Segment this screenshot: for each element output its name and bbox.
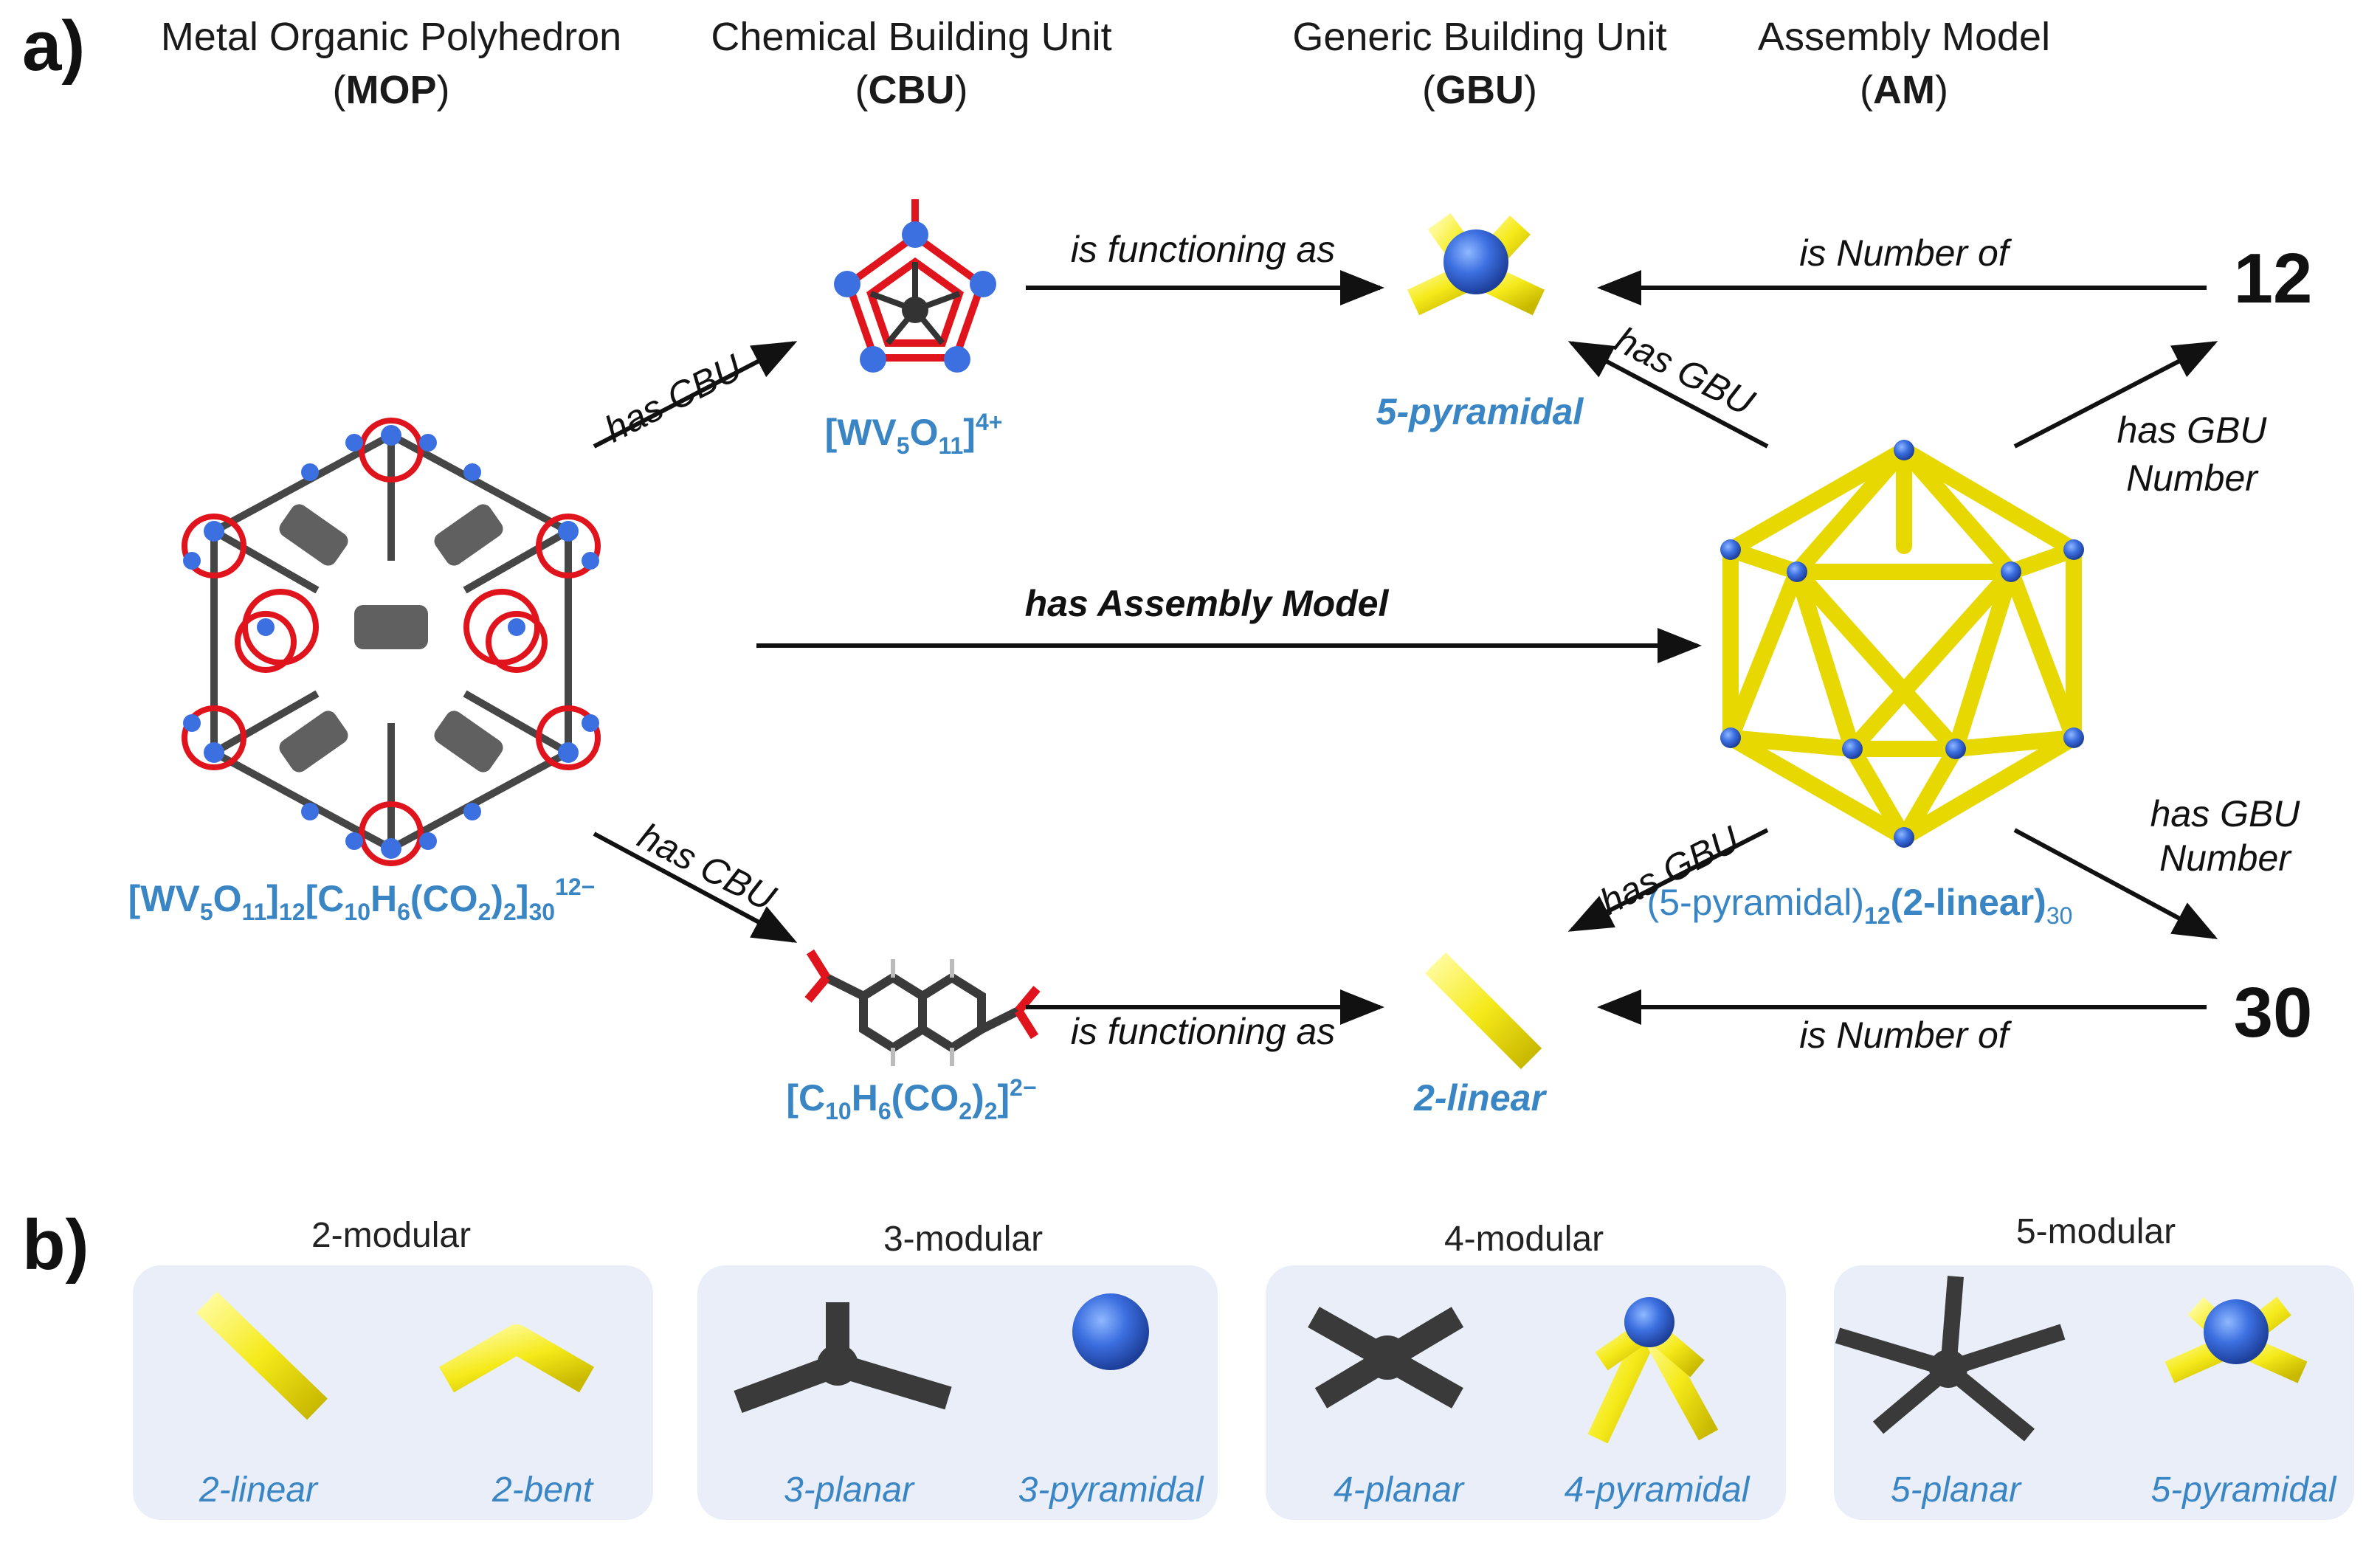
unit-4-pyramidal-image: [1587, 1297, 1719, 1444]
unit-3-pyramidal-image: [1029, 1293, 1192, 1435]
header-am: Assembly Model (AM): [1758, 15, 2050, 112]
unit-5-pyramidal-image: [2165, 1296, 2308, 1442]
gbu1-name: 5-pyramidal: [1376, 391, 1584, 432]
panel-b: 2-modular 3-modular 4-modular 5-modular: [133, 1212, 2354, 1520]
cbu1-formula: [WV5O11]4+: [825, 409, 1003, 459]
caption-2-bent: 2-bent: [491, 1470, 594, 1510]
header-gbu-abbr: (GBU): [1422, 68, 1537, 112]
mop-structure-image: [182, 418, 601, 866]
assembly-model-icosahedron-image: [1720, 440, 2084, 848]
caption-5-planar: 5-planar: [1891, 1470, 2022, 1510]
arrow-mop-to-cbu1: [593, 341, 798, 449]
label-gbu-number-upper-2: Number: [2126, 457, 2259, 499]
panel-b-label: b): [22, 1206, 89, 1285]
cbu2-formula: [C10H6(CO2)2]2−: [786, 1074, 1036, 1124]
gbu-count-12: 12: [2234, 239, 2313, 318]
header-cbu: Chemical Building Unit (CBU): [711, 15, 1111, 112]
header-mop-abbr: (MOP): [333, 68, 450, 112]
unit-4-planar-image: [1308, 1307, 1464, 1409]
arrow-am-to-gbu1: [1567, 341, 1769, 449]
relation-arrows: [593, 270, 2218, 1025]
mop-formula: [WV5O11]12[C10H6(CO2)2]3012−: [128, 874, 596, 925]
arrow-am-to-gbu2: [1567, 828, 1769, 932]
caption-2-linear: 2-linear: [199, 1470, 319, 1510]
header-cbu-abbr: (CBU): [855, 68, 968, 112]
header-am-title: Assembly Model: [1758, 15, 2050, 59]
unit-3-planar-image: [734, 1302, 952, 1414]
header-am-abbr: (AM): [1860, 68, 1948, 112]
label-gbu-number-lower-1: has GBU: [2150, 793, 2301, 834]
label-functioning-upper: is functioning as: [1071, 229, 1336, 270]
unit-5-planar-image: [1835, 1276, 2066, 1442]
arrow-mop-to-cbu2: [593, 832, 798, 943]
unit-2-linear-image: [196, 1291, 328, 1420]
group-title-2-modular: 2-modular: [311, 1216, 471, 1255]
label-number-of-lower: is Number of: [1799, 1015, 2012, 1056]
group-title-5-modular: 5-modular: [2016, 1212, 2176, 1251]
arrow-am-to-30: [2013, 828, 2218, 939]
header-gbu-title: Generic Building Unit: [1292, 15, 1666, 59]
header-gbu: Generic Building Unit (GBU): [1292, 15, 1666, 112]
arrow-am-to-12: [2013, 341, 2218, 449]
caption-3-planar: 3-planar: [784, 1470, 915, 1510]
caption-5-pyramidal: 5-pyramidal: [2151, 1470, 2337, 1510]
header-mop-title: Metal Organic Polyhedron: [161, 15, 621, 59]
gbu2-name: 2-linear: [1413, 1077, 1547, 1119]
header-mop: Metal Organic Polyhedron (MOP): [161, 15, 621, 112]
gbu-2-linear-image: [1424, 952, 1542, 1070]
panel-a-label: a): [22, 7, 85, 86]
caption-3-pyramidal: 3-pyramidal: [1018, 1470, 1204, 1510]
gbu-5-pyramidal-image: [1407, 212, 1545, 362]
caption-4-planar: 4-planar: [1334, 1470, 1465, 1510]
label-functioning-lower: is functioning as: [1071, 1011, 1336, 1052]
unit-2-bent-image: [438, 1324, 595, 1393]
label-has-assembly-model: has Assembly Model: [1025, 583, 1390, 624]
gbu-count-30: 30: [2234, 973, 2313, 1052]
label-gbu-number-upper-1: has GBU: [2117, 409, 2268, 451]
label-has-cbu-upper: has CBU: [598, 346, 748, 450]
group-title-4-modular: 4-modular: [1444, 1220, 1604, 1259]
group-title-3-modular: 3-modular: [883, 1220, 1043, 1259]
label-has-gbu-upper: has GBU: [1609, 319, 1762, 424]
caption-4-pyramidal: 4-pyramidal: [1565, 1470, 1750, 1510]
label-gbu-number-lower-2: Number: [2159, 837, 2292, 879]
cbu-linker-image: [804, 949, 1041, 1066]
am-formula: (5-pyramidal)12(2-linear)30: [1647, 882, 2073, 929]
cbu-oxo-cluster-image: [834, 199, 996, 373]
label-number-of-upper: is Number of: [1799, 232, 2012, 274]
header-cbu-title: Chemical Building Unit: [711, 15, 1111, 59]
